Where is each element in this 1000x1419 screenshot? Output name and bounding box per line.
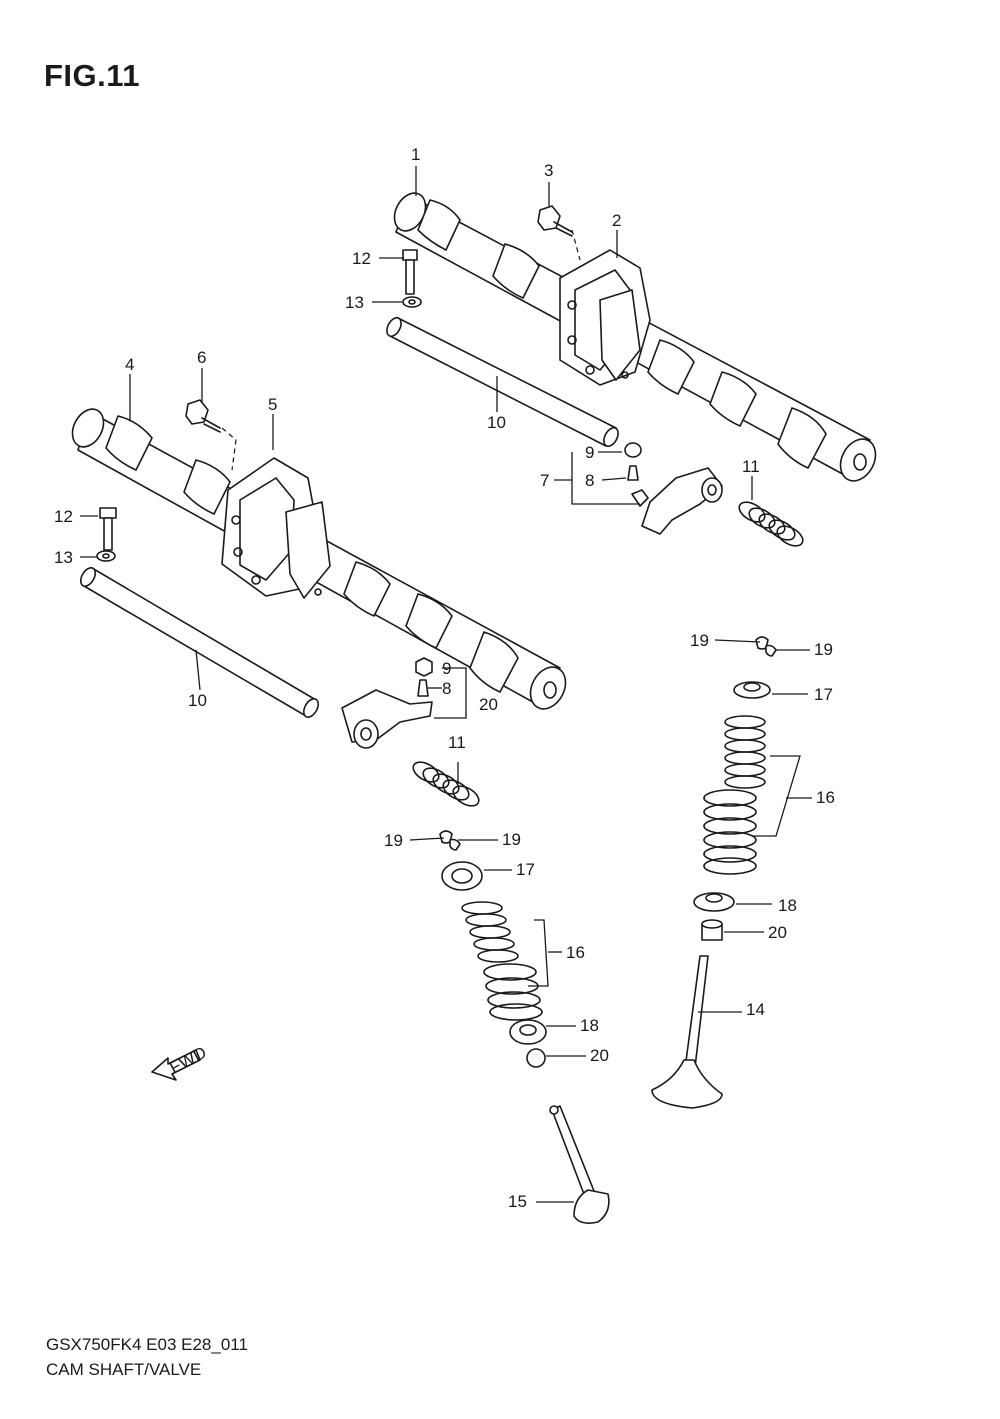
sprocket-bolt-lower	[185, 399, 221, 433]
leader-lines	[80, 166, 812, 1203]
callout-9-lower: 9	[442, 659, 451, 678]
adjusting-screw-upper	[624, 442, 642, 481]
rocker-arm-lower	[341, 689, 433, 749]
callout-6: 6	[197, 348, 206, 367]
callout-15: 15	[508, 1192, 527, 1211]
callout-12-upper: 12	[352, 249, 371, 268]
callout-11-upper: 11	[742, 457, 760, 476]
callout-10-upper: 10	[487, 413, 506, 432]
callout-19-right-a: 19	[690, 631, 709, 650]
stem-seal-right	[701, 919, 723, 941]
callout-11-lower: 11	[448, 733, 466, 752]
callout-17-right: 17	[814, 685, 833, 704]
valve-14	[651, 955, 723, 1109]
cotters-left	[439, 830, 461, 851]
spring-seat-left	[509, 1019, 547, 1045]
rocker-shaft-lower	[79, 567, 320, 718]
callout-18-left: 18	[580, 1016, 599, 1035]
callout-18-right: 18	[778, 896, 797, 915]
spring-seat-right	[693, 892, 735, 912]
bolt-12-lower	[96, 507, 117, 562]
valve-spring-right	[703, 715, 766, 875]
figure-title: FIG.11	[44, 58, 141, 93]
stem-seal-left	[526, 1048, 546, 1068]
callout-20-right: 20	[768, 923, 787, 942]
valve-15	[549, 1105, 610, 1224]
fwd-arrow-icon: FWD	[151, 1043, 210, 1081]
callout-8-upper: 8	[585, 471, 594, 490]
callout-9-upper: 9	[585, 443, 594, 462]
callout-13-lower: 13	[54, 548, 73, 567]
rocker-shaft-upper	[386, 316, 619, 448]
callout-13-upper: 13	[345, 293, 364, 312]
callout-4: 4	[125, 355, 134, 374]
callout-14: 14	[746, 1000, 765, 1019]
callout-20-left: 20	[590, 1046, 609, 1065]
callout-20-lower-rocker: 20	[479, 695, 498, 714]
fwd-label: FWD	[166, 1043, 209, 1078]
callout-16-right: 16	[816, 788, 835, 807]
callout-3: 3	[544, 161, 553, 180]
model-code: GSX750FK4 E03 E28_011	[46, 1335, 248, 1354]
bolt-12-upper	[402, 249, 422, 308]
rocker-arm-upper	[631, 467, 723, 535]
rocker-spring-lower	[412, 761, 480, 807]
rocker-spring-upper	[738, 501, 804, 547]
cotters-right	[755, 636, 777, 657]
callout-19-left-b: 19	[502, 830, 521, 849]
callout-17-left: 17	[516, 860, 535, 879]
cam-sprocket-lower	[221, 457, 331, 599]
section-name: CAM SHAFT/VALVE	[46, 1360, 202, 1379]
callout-2: 2	[612, 211, 621, 230]
callout-10-lower: 10	[188, 691, 207, 710]
callout-5: 5	[268, 395, 277, 414]
callout-19-left-a: 19	[384, 831, 403, 850]
sprocket-bolt-upper	[537, 205, 573, 237]
spring-retainer-left	[441, 861, 483, 891]
callout-1: 1	[411, 145, 420, 164]
callout-7: 7	[540, 471, 549, 490]
spring-retainer-right	[733, 681, 771, 699]
callout-8-lower: 8	[442, 679, 451, 698]
callout-19-right-b: 19	[814, 640, 833, 659]
cam-sprocket-upper	[559, 249, 651, 386]
callout-16-left: 16	[566, 943, 585, 962]
callout-labels: 1 3 2 12 13 4 6 5 10 9 8 7 11 12 13 10 9…	[54, 145, 835, 1211]
adjusting-screw-lower	[415, 657, 433, 697]
callout-12-lower: 12	[54, 507, 73, 526]
valve-spring-left	[461, 901, 543, 1021]
